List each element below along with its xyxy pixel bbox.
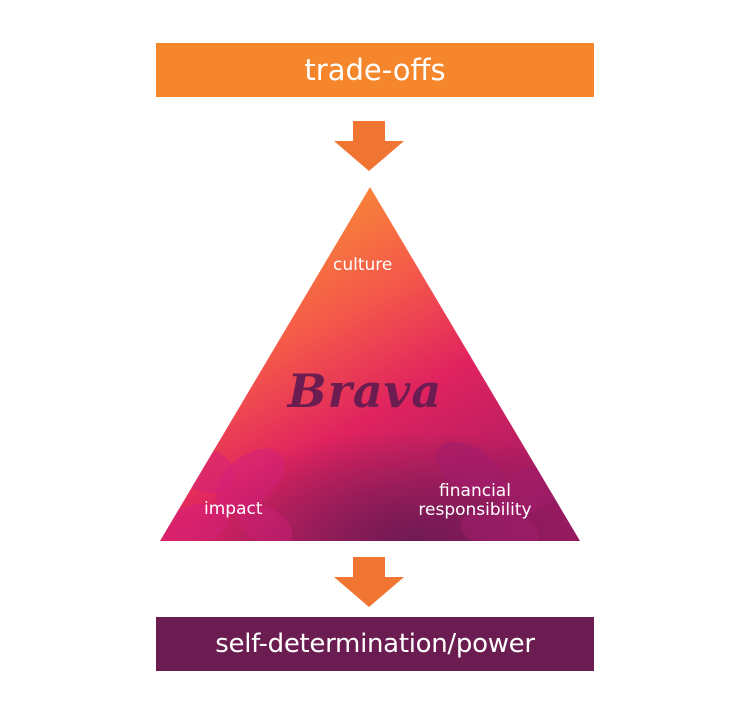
impact-label: impact — [204, 499, 263, 519]
trade-offs-label: trade-offs — [304, 53, 446, 87]
down-arrow-icon — [334, 557, 404, 607]
financial-line: financial — [439, 481, 511, 501]
self-determination-label: self-determination/power — [215, 629, 535, 659]
down-arrow-icon — [334, 121, 404, 171]
trade-offs-banner: trade-offs — [156, 43, 594, 97]
brava-logo: Brava — [287, 364, 443, 418]
financial-responsibility-label: financial responsibility — [405, 482, 545, 520]
petal-decoration — [215, 448, 285, 512]
culture-label: culture — [333, 255, 393, 275]
responsibility-line: responsibility — [418, 500, 532, 520]
petal-decoration — [436, 441, 504, 499]
self-determination-banner: self-determination/power — [156, 617, 594, 671]
